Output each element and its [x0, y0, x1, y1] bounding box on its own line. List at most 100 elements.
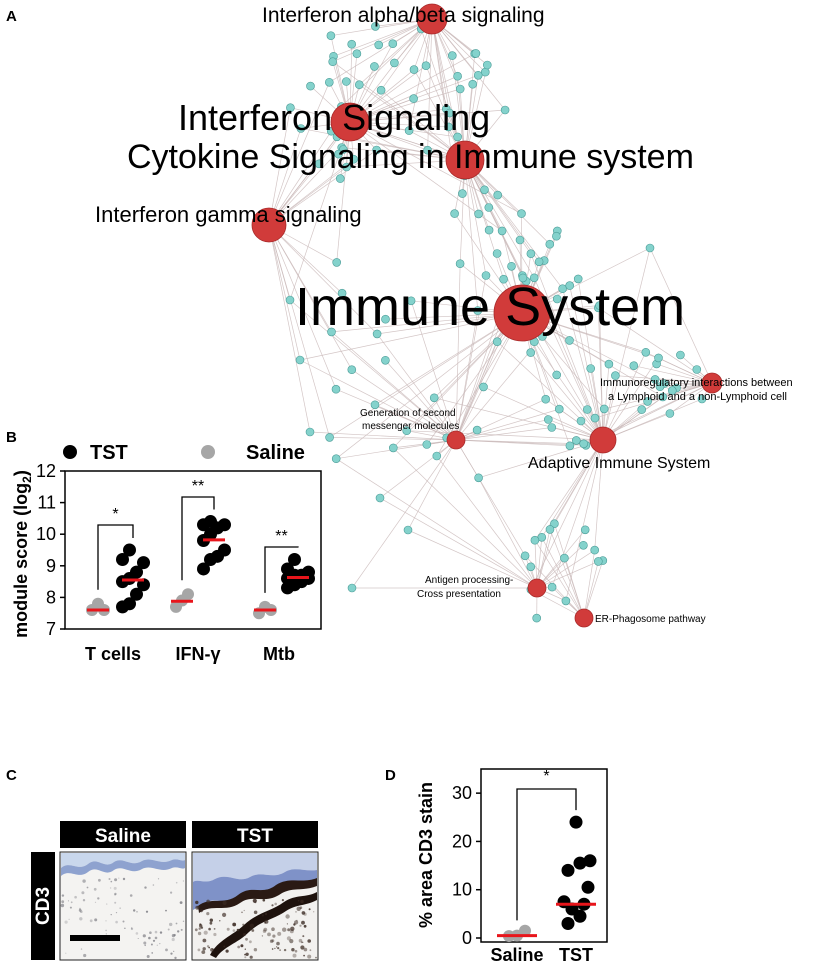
gene-node: [545, 239, 555, 249]
network-edge: [455, 312, 501, 441]
network-edge: [594, 382, 713, 419]
network-edge: [299, 359, 457, 441]
network-edge: [483, 386, 604, 441]
gene-node: [455, 259, 465, 269]
network-edge: [594, 439, 604, 551]
network-edge: [374, 312, 523, 406]
data-point-tst: [281, 562, 294, 576]
gene-node: [337, 288, 347, 298]
panel-b-plot-frame: [64, 470, 322, 630]
significance-bracket: [264, 546, 299, 593]
gene-node: [453, 71, 462, 81]
gene-node: [480, 185, 489, 195]
y-tick-label: 12: [36, 461, 56, 481]
network-edge: [268, 224, 337, 390]
gene-node: [372, 145, 381, 155]
legend-label-saline: Saline: [246, 442, 305, 464]
gene-node: [590, 413, 600, 423]
network-edge: [346, 159, 466, 168]
legend-marker-saline: [201, 445, 215, 459]
data-point-tst: [557, 895, 571, 909]
gene-node: [388, 39, 398, 49]
network-edge: [427, 18, 433, 151]
gene-node: [347, 39, 357, 49]
network-edge: [455, 427, 552, 441]
x-category-label: T cells: [85, 644, 141, 664]
network-pathway-labels: Interferon alpha/beta signalingInterfero…: [95, 4, 793, 625]
network-edge: [536, 529, 551, 589]
data-point-tst: [123, 597, 136, 611]
gene-node: [332, 258, 342, 267]
scale-bar: [70, 935, 120, 941]
gene-node: [381, 314, 390, 324]
gene-node: [409, 94, 418, 103]
x-category-label: Mtb: [263, 644, 295, 664]
gene-node: [370, 400, 380, 410]
panel-b-points: [86, 515, 315, 620]
gene-node: [305, 427, 315, 437]
gene-node: [474, 473, 483, 483]
panel-label-a: A: [6, 8, 17, 25]
gene-node: [654, 353, 663, 363]
gene-node: [590, 545, 600, 555]
data-point-tst: [130, 587, 143, 601]
network-edge: [268, 82, 330, 226]
network-edge: [268, 131, 332, 226]
gene-node: [341, 77, 351, 86]
gene-node: [479, 382, 488, 392]
gene-node: [314, 159, 324, 169]
network-edge: [602, 352, 647, 441]
network-edge: [464, 159, 563, 289]
data-point-tst: [130, 565, 143, 579]
panel-d-median-lines: [497, 902, 596, 938]
panel-d-plot-frame: [480, 768, 608, 943]
data-point-tst: [288, 552, 301, 566]
network-edge: [299, 312, 523, 361]
network-edge: [332, 18, 433, 62]
row-label-box-cd3: [31, 852, 55, 960]
gene-node: [473, 306, 483, 315]
gene-node: [450, 209, 459, 218]
network-edge: [602, 357, 659, 441]
network-edge: [534, 439, 604, 541]
header-label-tst: TST: [237, 826, 273, 847]
header-box-saline: [60, 821, 186, 848]
gene-node: [286, 103, 295, 112]
network-edge: [530, 439, 604, 590]
y-tick-label: 8: [46, 587, 56, 607]
network-edge: [336, 458, 538, 589]
network-edge: [407, 439, 457, 531]
gene-node: [409, 65, 419, 74]
network-edge: [329, 437, 457, 441]
network-edge: [455, 439, 570, 447]
network-edge: [583, 560, 604, 619]
network-edge: [351, 439, 457, 589]
gene-node: [324, 78, 334, 87]
network-edge: [268, 224, 353, 370]
significance-label: **: [192, 478, 204, 495]
pathway-label: Antigen processing-: [425, 575, 513, 586]
pathway-label: Interferon gamma signaling: [95, 202, 362, 227]
gene-node: [571, 436, 581, 445]
network-edge: [604, 382, 713, 410]
gene-node: [370, 62, 379, 71]
significance-label: *: [112, 506, 118, 523]
network-edge: [434, 397, 604, 441]
gene-node: [593, 557, 603, 566]
gene-node: [565, 441, 575, 451]
network-edge: [385, 360, 457, 441]
pathway-node: [589, 426, 617, 454]
gene-node: [306, 81, 315, 91]
network-edge: [464, 159, 540, 263]
gene-node: [331, 454, 341, 464]
network-edge: [464, 159, 487, 276]
gene-node: [547, 582, 557, 592]
gene-node: [650, 375, 660, 384]
gene-node: [372, 329, 382, 339]
gene-node: [576, 416, 586, 426]
gene-node: [403, 525, 413, 535]
network-edge: [268, 147, 342, 226]
network-edge: [583, 561, 599, 619]
network-edge: [374, 404, 457, 441]
